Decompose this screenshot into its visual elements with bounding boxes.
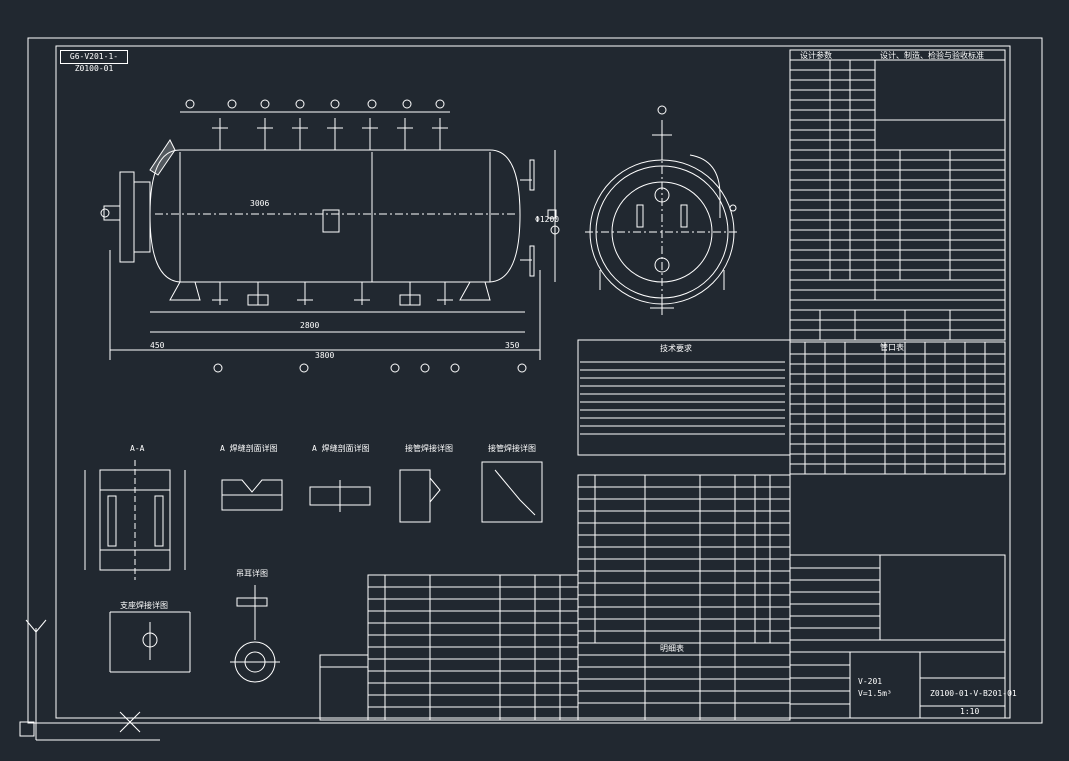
ucs-icon (19, 619, 160, 741)
top-nozzles (212, 118, 448, 150)
parts-list (319, 474, 791, 721)
instrument-symbols (100, 99, 560, 373)
dimension-span: 2800 (300, 321, 320, 330)
notes-title: 技术要求 (660, 344, 692, 353)
section-label-a-a: A-A (130, 444, 145, 453)
design-data-table (789, 49, 1006, 301)
table-header-standards: 设计、制造、检验与验收标准 (880, 51, 984, 60)
title-block (789, 554, 1006, 719)
nozzle-table (789, 341, 1006, 475)
detail-label-3: 接管焊接详图 (405, 444, 453, 453)
scale-label: 1:10 (960, 707, 980, 716)
vessel-end-view (585, 105, 740, 315)
notes-box (577, 339, 791, 456)
equipment-tag-label: V-201 (858, 677, 883, 686)
dimension-diameter: Φ1200 (535, 215, 560, 224)
corner-drawing-code: G6-V201-1-Z0100-01 (60, 50, 128, 73)
table-header-nozzles: 管口表 (880, 343, 904, 352)
dimension-total-length: 3800 (315, 351, 335, 360)
lug-detail (109, 611, 191, 673)
standards-table (789, 299, 1006, 341)
table-header-bom: 明细表 (660, 644, 684, 653)
detail-label-1: A 焊缝剖面详图 (220, 444, 278, 453)
drawing-number-label: Z0100-01-V-B201-01 (930, 689, 1017, 698)
weld-details (221, 461, 543, 523)
support-detail (230, 585, 280, 683)
dimension-left-length: 450 (150, 341, 165, 350)
detail-label-6: 吊耳详图 (236, 569, 268, 578)
volume-label: V=1.5m³ (858, 689, 892, 698)
section-a-a (84, 460, 186, 580)
dimension-right-length: 350 (505, 341, 520, 350)
bottom-nozzles (212, 282, 453, 306)
vessel-elevation (103, 111, 557, 360)
drawing-border (27, 37, 1043, 724)
dimension-tangent-length: 3006 (250, 199, 270, 208)
detail-label-5: 支座焊接详图 (120, 601, 168, 610)
table-header-design: 设计参数 (800, 51, 832, 60)
detail-label-4: 接管焊接详图 (488, 444, 536, 453)
detail-label-2: A 焊缝剖面详图 (312, 444, 370, 453)
